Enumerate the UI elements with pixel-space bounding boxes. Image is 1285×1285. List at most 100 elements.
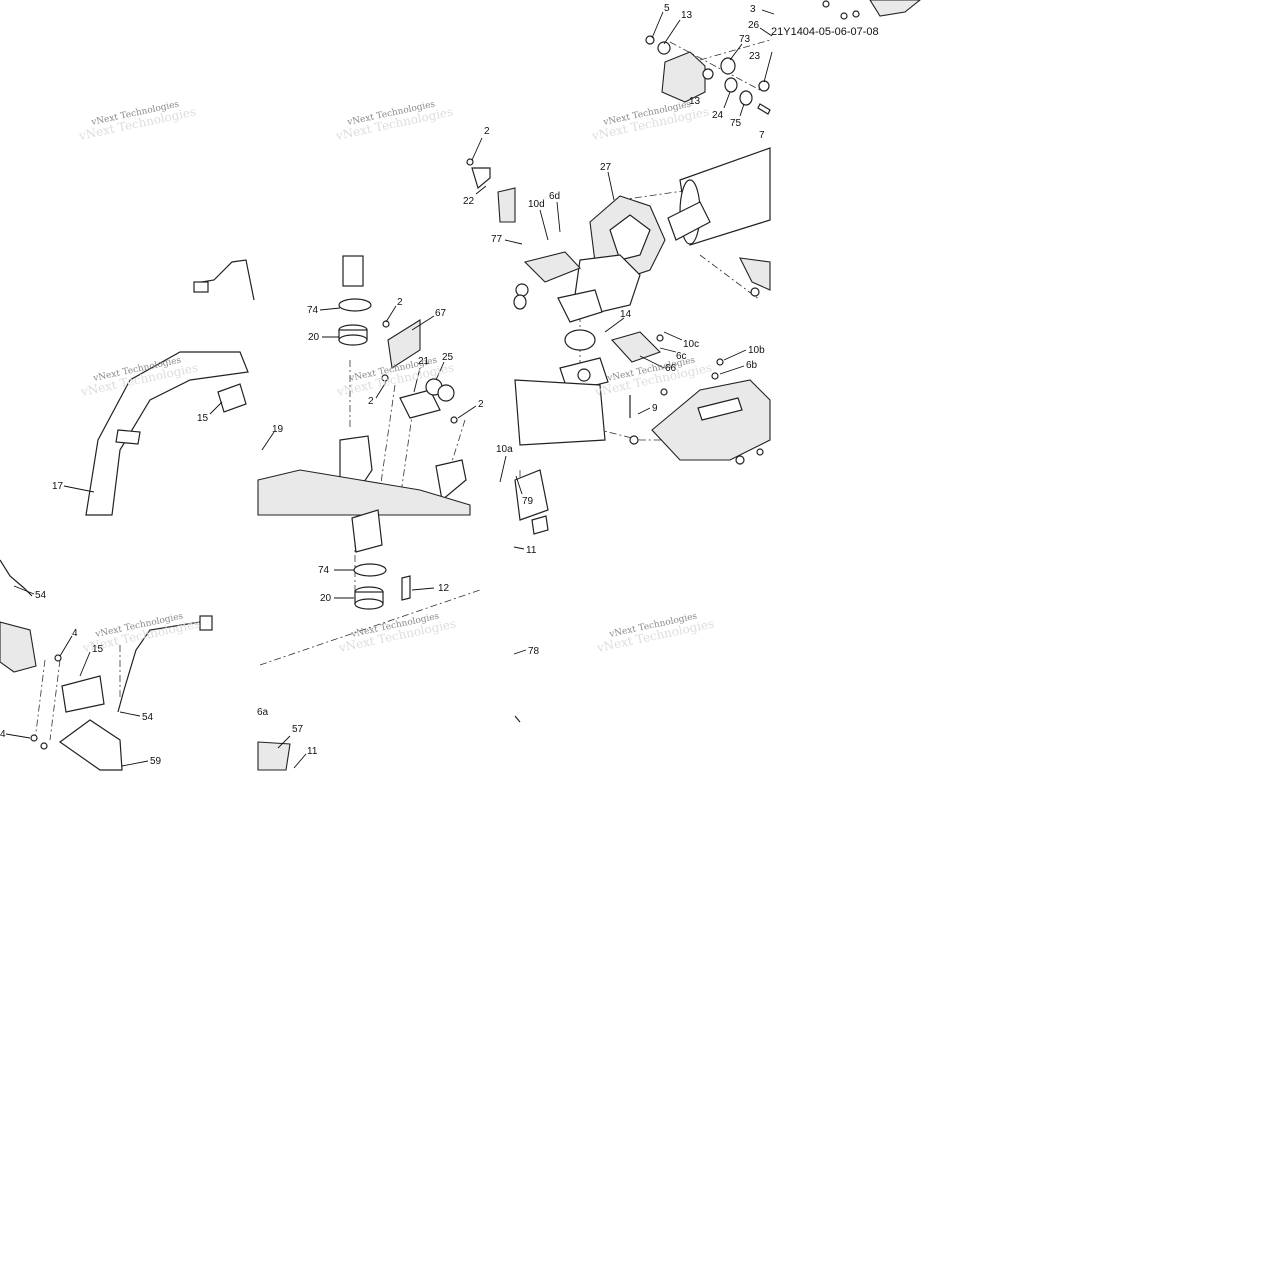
callout-label: 23: [749, 51, 761, 62]
callout-label: 2: [478, 399, 484, 410]
leader-lines: [5, 9, 775, 769]
callout-label: 20: [320, 593, 332, 604]
nut-4b: [30, 734, 38, 742]
callout-labels: 5 13 13 3 26 23 73 24 75 7 2 22 27 10d 6…: [0, 3, 765, 767]
flange-15b: [61, 675, 105, 713]
callout-label: 66: [665, 363, 677, 374]
inlet-flange: [557, 289, 603, 323]
flange-hole: [577, 368, 591, 382]
center-pipe-assembly: [257, 158, 516, 610]
rubber-mount-24: [724, 77, 738, 93]
bolt-2d: [450, 416, 458, 424]
callout-label: 10a: [496, 444, 513, 455]
muffler-lower-79: [514, 469, 549, 521]
nut-rear: [750, 287, 760, 297]
callout-label: 4: [0, 729, 6, 740]
callout-label: 9: [652, 403, 658, 414]
header-band: [115, 429, 141, 445]
callout-label: 54: [142, 712, 154, 723]
screw-78: [514, 715, 521, 723]
connector-pipe: [351, 509, 383, 553]
callout-label: 73: [739, 34, 751, 45]
bracket-66: [610, 331, 662, 363]
washer-13b: [702, 68, 714, 80]
callout-label: 74: [307, 305, 319, 316]
lower-right-assembly: [514, 331, 771, 465]
gasket-14: [564, 329, 596, 351]
callout-label: 2: [397, 297, 403, 308]
callout-label: 5: [664, 3, 670, 14]
nut-4c: [40, 742, 48, 750]
callout-label: 24: [712, 110, 724, 121]
rubber-mount-73: [720, 57, 736, 75]
heat-shield-side: [651, 379, 771, 461]
screw-6c: [660, 388, 668, 396]
hanger-bracket: [661, 51, 706, 103]
callout-label: 15: [92, 644, 104, 655]
flange-15a: [217, 383, 247, 413]
shield-57: [257, 741, 291, 771]
pin-7: [757, 103, 771, 115]
nut-26b: [852, 10, 860, 18]
sensor-plug-bottom: [199, 615, 213, 631]
sleeve-20b-bottom: [354, 598, 384, 610]
lower-muffler-section: [514, 379, 606, 446]
callout-label: 20: [308, 332, 320, 343]
callout-label: 59: [150, 756, 162, 767]
callout-label: 19: [272, 424, 284, 435]
screw-10b: [716, 358, 724, 366]
nut-9: [629, 435, 639, 445]
washer-13a: [657, 41, 671, 55]
vertical-pipe: [342, 255, 364, 287]
callout-label: 75: [730, 118, 742, 129]
callout-label: 11: [307, 746, 318, 757]
callout-label: 78: [528, 646, 540, 657]
grommet: [515, 283, 529, 297]
nut-26a: [840, 12, 848, 20]
clamp-74a: [338, 298, 372, 312]
screw-lower: [756, 448, 764, 456]
header-pipe-17: [85, 351, 249, 516]
callout-label: 6d: [549, 191, 560, 202]
bracket-21: [399, 389, 441, 419]
callout-label: 77: [491, 234, 503, 245]
bolt-2b: [382, 320, 390, 328]
callout-label: 4: [72, 628, 78, 639]
callout-label: 6a: [257, 707, 269, 718]
screw-10c: [656, 334, 664, 342]
callout-label: 74: [318, 565, 330, 576]
callout-label: 25: [442, 352, 454, 363]
screw-6b: [711, 372, 719, 380]
callout-label: 17: [52, 481, 64, 492]
bolt-23: [758, 80, 770, 92]
bracket-67: [387, 319, 421, 369]
sleeve-20a-bottom: [338, 334, 368, 346]
spring-12: [401, 575, 411, 601]
callout-label: 11: [526, 545, 537, 556]
resonator-body: [257, 469, 471, 516]
bolt-2c: [381, 374, 389, 382]
nut-4a: [54, 654, 62, 662]
sensor-plug-top: [193, 281, 209, 293]
callout-label: 7: [759, 130, 765, 141]
heat-shield-77: [523, 251, 581, 283]
left-header-assembly: [0, 259, 255, 771]
callout-label: 10b: [748, 345, 765, 356]
lower-flange-left: [0, 621, 37, 673]
clip-lower: [735, 455, 745, 465]
lower-center-assembly: [257, 469, 549, 771]
right-branch-pipe: [435, 459, 467, 502]
callout-label: 54: [35, 590, 47, 601]
callout-label: 2: [368, 396, 374, 407]
callout-label: 10c: [683, 339, 699, 350]
header-pipe-59: [58, 719, 123, 771]
muffler-hanger-assembly: [645, 0, 921, 115]
tail-pipe: [667, 201, 711, 241]
callout-label: 15: [197, 413, 209, 424]
cap-top: [497, 187, 516, 223]
callout-label: 10d: [528, 199, 545, 210]
grommet-b: [513, 294, 527, 310]
clamp-74b: [353, 563, 387, 577]
nut-3: [822, 0, 830, 8]
